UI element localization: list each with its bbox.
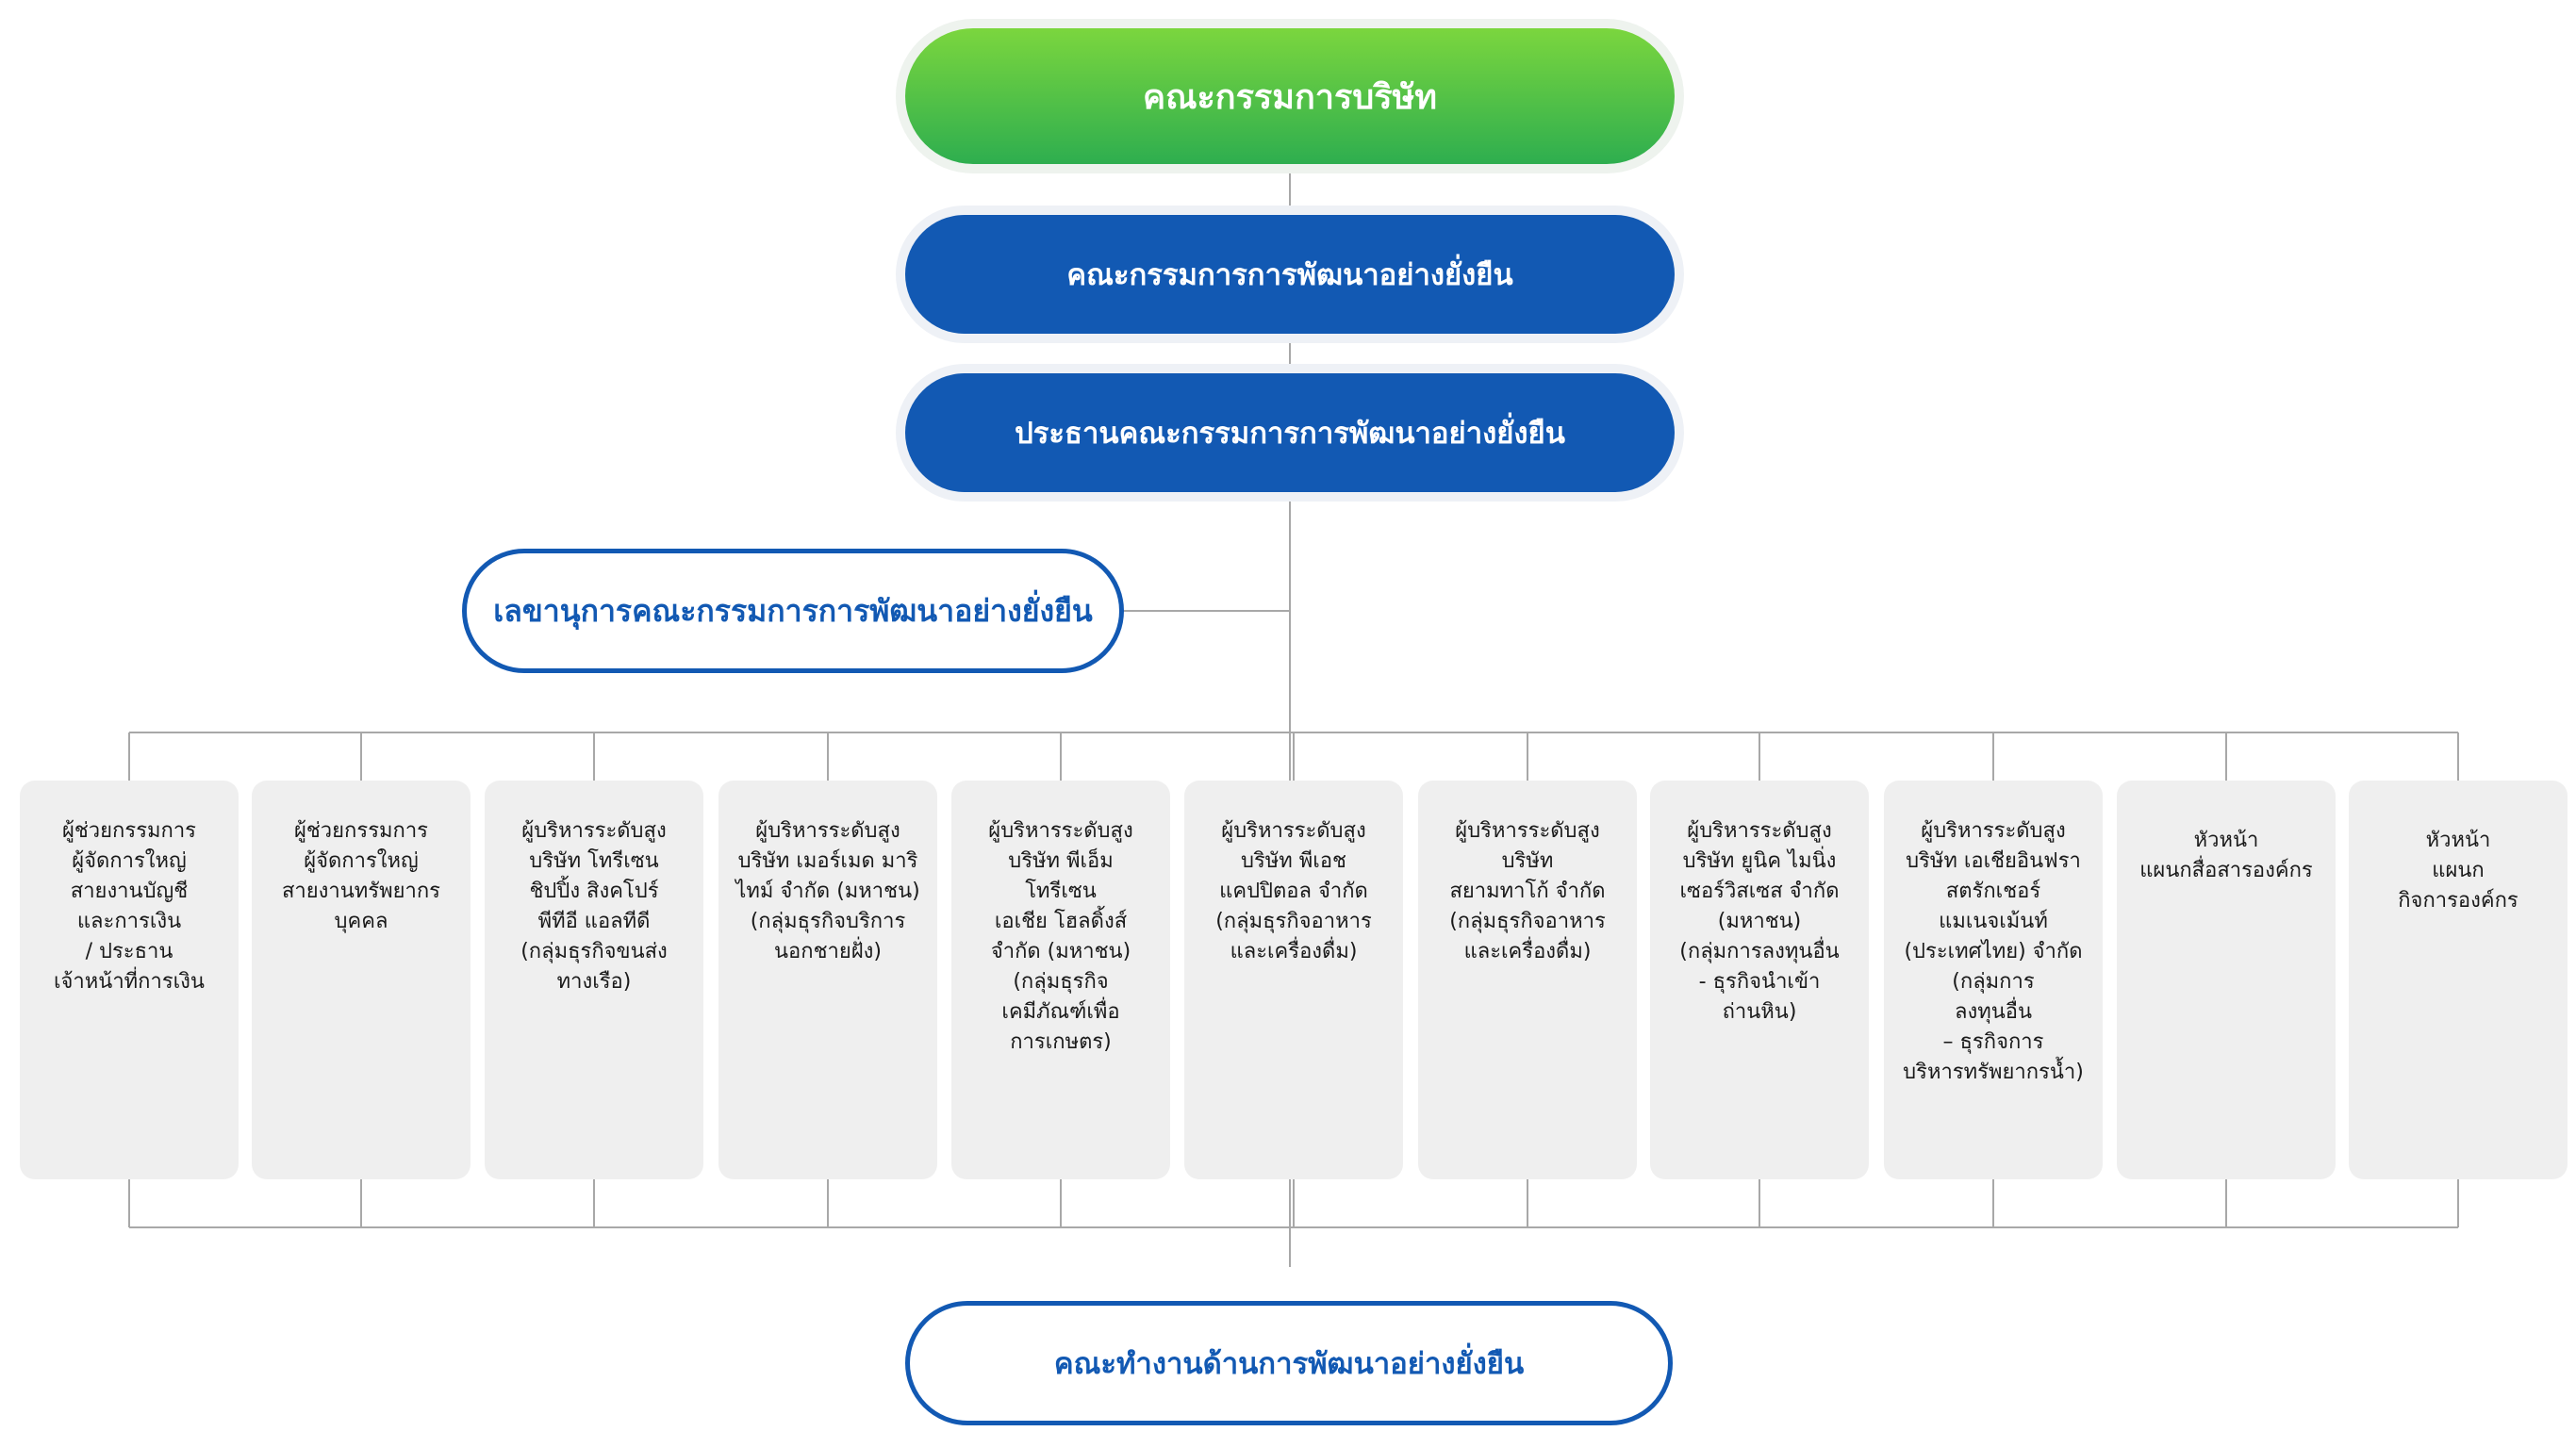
- member-card-line: แมเนจเม้นท์: [1939, 910, 2048, 933]
- member-card-line: ชิปปิ้ง สิงคโปร์: [529, 880, 659, 903]
- sustainability-committee-node: คณะกรรมการการพัฒนาอย่างยั่งยืน: [905, 215, 1675, 334]
- member-card-line: ทางเรือ): [556, 970, 632, 994]
- member-card-line: (กลุ่มธุรกิจอาหาร: [1449, 910, 1606, 933]
- member-card: ผู้บริหารระดับสูงบริษัท เอเชียอินฟราสตรั…: [1884, 781, 2103, 1179]
- working-group-label: คณะทำงานด้านการพัฒนาอย่างยั่งยืน: [1053, 1347, 1525, 1381]
- member-card-line: โทรีเซน: [1025, 880, 1097, 903]
- board-of-directors-node: คณะกรรมการบริษัท: [905, 28, 1675, 164]
- member-card-line: เซอร์วิสเซส จำกัด: [1679, 880, 1840, 903]
- member-card-line: สตรักเชอร์: [1945, 880, 2041, 903]
- member-card-line: ผู้บริหารระดับสูง: [755, 819, 900, 843]
- member-card: ผู้ช่วยกรรมการผู้จัดการใหญ่สายงานบัญชีแล…: [20, 781, 239, 1179]
- member-card-line: บริษัท: [1501, 849, 1554, 873]
- member-card-line: และเครื่องดื่ม): [1230, 940, 1358, 963]
- member-card-line: ผู้บริหารระดับสูง: [988, 819, 1133, 843]
- member-card: ผู้บริหารระดับสูงบริษัท พีเอชแคปปิตอล จำ…: [1184, 781, 1403, 1179]
- member-card: หัวหน้าแผนกสื่อสารองค์กร: [2117, 781, 2336, 1179]
- member-card-line: บุคคล: [334, 910, 388, 933]
- member-card: ผู้บริหารระดับสูงบริษัท ยูนิค ไมนิ่งเซอร…: [1650, 781, 1869, 1179]
- member-card: ผู้บริหารระดับสูงบริษัท เมอร์เมด มาริไทม…: [718, 781, 937, 1179]
- member-card-line: / ประธาน: [85, 940, 173, 963]
- member-card-line: สายงานบัญชี: [70, 880, 189, 903]
- member-card: ผู้ช่วยกรรมการผู้จัดการใหญ่สายงานทรัพยาก…: [252, 781, 471, 1179]
- member-card-line: ผู้บริหารระดับสูง: [1455, 819, 1600, 843]
- member-card-line: (กลุ่มธุรกิจบริการ: [750, 910, 906, 933]
- member-card-line: บริษัท พีเอ็ม: [1008, 849, 1114, 873]
- board-of-directors-label: คณะกรรมการบริษัท: [1142, 77, 1437, 117]
- member-card-line: – ธุรกิจการ: [1942, 1030, 2044, 1054]
- member-card-line: ผู้บริหารระดับสูง: [1687, 819, 1832, 843]
- member-card-line: ผู้จัดการใหญ่: [72, 849, 187, 873]
- member-card-line: แผนกสื่อสารองค์กร: [2139, 859, 2313, 882]
- member-card-line: ไทม์ จำกัด (มหาชน): [735, 880, 920, 903]
- member-card-line: ผู้ช่วยกรรมการ: [61, 819, 196, 843]
- member-card-line: นอกชายฝั่ง): [774, 940, 882, 963]
- member-card-line: (กลุ่มธุรกิจอาหาร: [1215, 910, 1372, 933]
- member-card-line: ผู้บริหารระดับสูง: [1921, 819, 2066, 843]
- member-card-line: กิจการองค์กร: [2398, 889, 2518, 913]
- member-card-line: เจ้าหน้าที่การเงิน: [54, 970, 205, 994]
- member-card-line: แผนก: [2432, 859, 2485, 882]
- member-card-line: พีทีอี แอลทีดี: [537, 910, 651, 933]
- member-card-line: (กลุ่มการ: [1952, 970, 2035, 994]
- member-card-line: ผู้บริหารระดับสูง: [1221, 819, 1366, 843]
- member-card-line: และการเงิน: [76, 910, 182, 933]
- committee-secretary-node: เลขานุการคณะกรรมการการพัฒนาอย่างยั่งยืน: [462, 549, 1124, 673]
- member-card-line: ผู้จัดการใหญ่: [304, 849, 419, 873]
- member-card-line: สายงานทรัพยากร: [281, 880, 440, 903]
- committee-chairman-label: ประธานคณะกรรมการการพัฒนาอย่างยั่งยืน: [1015, 417, 1565, 451]
- member-card-line: เอเชีย โฮลดิ้งส์: [994, 910, 1128, 933]
- member-card-line: ลงทุนอื่น: [1954, 1000, 2033, 1024]
- working-group-node: คณะทำงานด้านการพัฒนาอย่างยั่งยืน: [905, 1301, 1673, 1425]
- member-card-line: แคปปิตอล จำกัด: [1219, 880, 1368, 903]
- member-card-line: บริษัท โทรีเซน: [529, 849, 659, 873]
- sustainability-committee-label: คณะกรรมการการพัฒนาอย่างยั่งยืน: [1066, 258, 1513, 292]
- member-card-line: หัวหน้า: [2193, 829, 2259, 852]
- member-card-line: บริษัท พีเอช: [1241, 849, 1346, 873]
- member-card-line: ผู้บริหารระดับสูง: [521, 819, 667, 843]
- member-card-line: การเกษตร): [1010, 1030, 1112, 1054]
- member-card-line: สยามทาโก้ จำกัด: [1449, 880, 1606, 903]
- member-card-line: (กลุ่มธุรกิจ: [1013, 970, 1109, 994]
- member-card-line: (กลุ่มธุรกิจขนส่ง: [520, 940, 668, 963]
- member-card-line: และเครื่องดื่ม): [1463, 940, 1592, 963]
- member-card-line: ถ่านหิน): [1722, 1000, 1797, 1024]
- member-card-line: ผู้ช่วยกรรมการ: [293, 819, 428, 843]
- member-card: ผู้บริหารระดับสูงบริษัท พีเอ็มโทรีเซนเอเ…: [951, 781, 1170, 1179]
- member-card-line: บริษัท เมอร์เมด มาริ: [737, 849, 918, 873]
- member-card-line: (กลุ่มการลงทุนอื่น: [1679, 940, 1840, 963]
- committee-chairman-node: ประธานคณะกรรมการการพัฒนาอย่างยั่งยืน: [905, 373, 1675, 492]
- member-card-line: เคมีภัณฑ์เพื่อ: [1001, 1000, 1120, 1024]
- member-card-line: - ธุรกิจนำเข้า: [1698, 970, 1821, 994]
- member-card-line: หัวหน้า: [2425, 829, 2491, 852]
- member-card: ผู้บริหารระดับสูงบริษัท โทรีเซนชิปปิ้ง ส…: [485, 781, 703, 1179]
- member-card-line: บริษัท ยูนิค ไมนิ่ง: [1682, 849, 1837, 873]
- member-card: ผู้บริหารระดับสูงบริษัทสยามทาโก้ จำกัด (ก…: [1418, 781, 1637, 1179]
- member-card: หัวหน้าแผนกกิจการองค์กร: [2349, 781, 2568, 1179]
- member-card-line: จำกัด (มหาชน): [990, 940, 1131, 963]
- member-card-line: บริหารทรัพยากรน้ำ): [1903, 1061, 2084, 1084]
- member-card-line: (มหาชน): [1717, 910, 1802, 933]
- member-card-line: (ประเทศไทย) จำกัด: [1904, 940, 2083, 963]
- member-card-line: บริษัท เอเชียอินฟรา: [1906, 849, 2081, 873]
- committee-secretary-label: เลขานุการคณะกรรมการการพัฒนาอย่างยั่งยืน: [493, 592, 1093, 629]
